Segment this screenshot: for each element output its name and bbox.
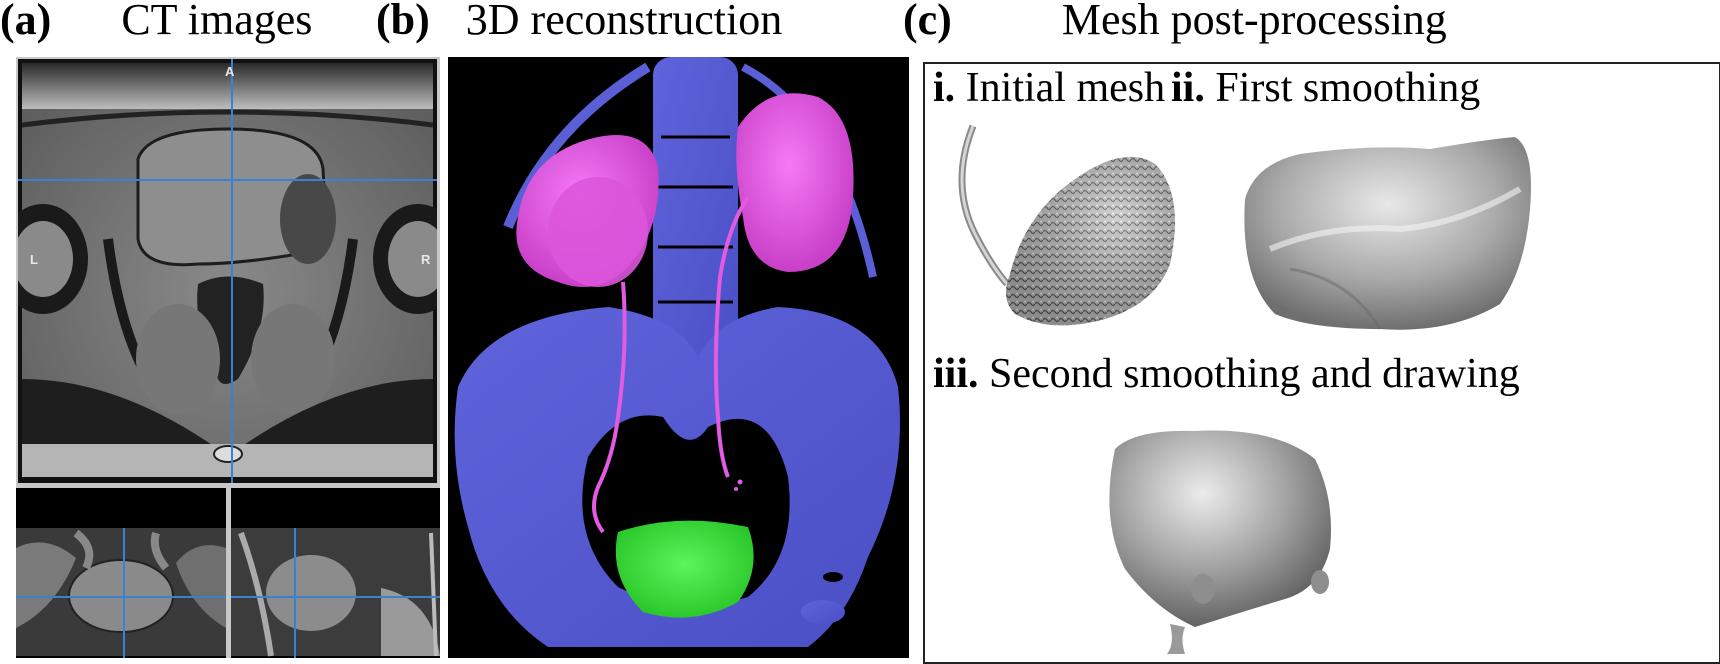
axial-slice-image <box>18 59 437 483</box>
sagittal-slice-image <box>231 488 440 658</box>
step-numeral: iii. <box>933 351 979 397</box>
panel-b-header: (b) 3D reconstruction <box>376 0 782 46</box>
panel-b-label: (b) <box>376 0 430 44</box>
panel-c-label: (c) <box>903 0 952 44</box>
crosshair-horizontal <box>18 179 437 181</box>
orientation-label-anterior: A <box>225 64 235 79</box>
crosshair-vertical <box>231 59 233 483</box>
step-initial-mesh-heading: i. Initial mesh <box>933 64 1165 112</box>
step-second-smoothing-heading: iii. Second smoothing and drawing <box>933 350 1520 398</box>
panel-b-title: 3D reconstruction <box>465 0 783 44</box>
ct-sagittal-view <box>231 488 440 658</box>
step-title: Second smoothing and drawing <box>989 351 1520 397</box>
panel-c-title: Mesh post-processing <box>1061 0 1447 44</box>
orientation-label-left: L <box>30 252 38 267</box>
panel-a-title: CT images <box>121 0 313 44</box>
orientation-label-right: R <box>421 252 431 267</box>
coronal-slice-image <box>16 488 226 658</box>
step-numeral: ii. <box>1171 65 1205 111</box>
panel-a-label: (a) <box>0 0 52 44</box>
ct-images-panel: A L R <box>16 57 440 658</box>
crosshair-vertical <box>123 528 125 658</box>
second-smoothing-render <box>1109 430 1331 654</box>
reconstruction-3d-panel <box>448 57 909 658</box>
crosshair-horizontal <box>16 596 226 598</box>
crosshair-horizontal <box>231 596 440 598</box>
panel-c-header: (c) Mesh post-processing <box>903 0 1447 46</box>
mesh-postprocessing-panel: i. Initial mesh ii. First smoothing iii.… <box>923 62 1720 664</box>
ct-axial-view: A L R <box>18 59 437 483</box>
step-title: Initial mesh <box>965 65 1166 111</box>
panel-a-header: (a) CT images <box>0 0 312 46</box>
reconstruction-3d-render <box>448 57 909 658</box>
crosshair-vertical <box>294 528 296 658</box>
ct-coronal-view <box>16 488 226 658</box>
step-first-smoothing-heading: ii. First smoothing <box>1171 64 1480 112</box>
step-numeral: i. <box>933 65 956 111</box>
first-smoothing-render <box>1244 137 1531 330</box>
step-title: First smoothing <box>1215 65 1481 111</box>
initial-mesh-render <box>958 124 1175 326</box>
